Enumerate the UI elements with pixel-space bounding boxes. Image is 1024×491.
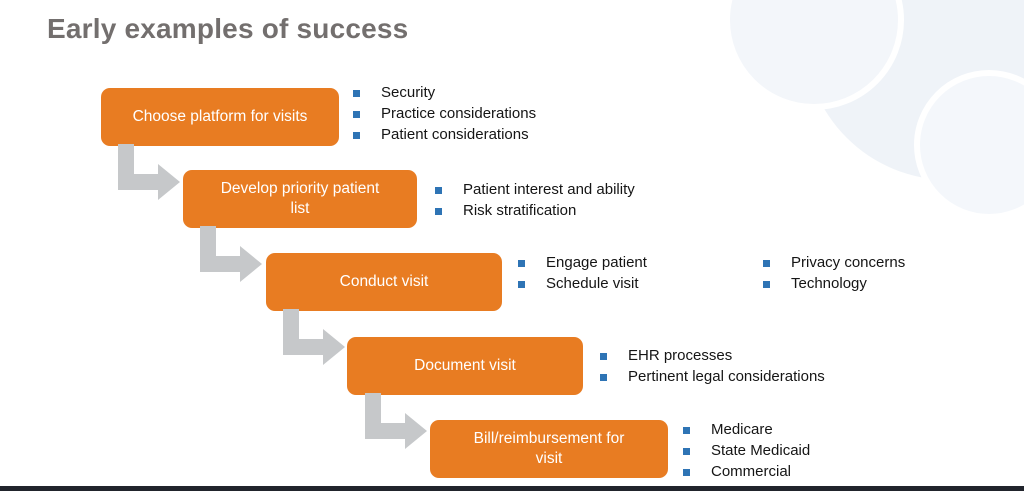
bullet-list-choose-platform: Security Practice considerations Patient… <box>353 84 536 147</box>
bullet-item: Patient interest and ability <box>435 181 635 202</box>
step-box-choose-platform: Choose platform for visits <box>101 88 339 146</box>
bullet-list-conduct-visit-right: Privacy concerns Technology <box>763 254 905 296</box>
bullet-item: Medicare <box>683 421 810 442</box>
bullet-text: Commercial <box>711 463 792 480</box>
bullet-list-conduct-visit-left: Engage patient Schedule visit <box>518 254 647 296</box>
bullet-item: Engage patient <box>518 254 647 275</box>
square-bullet-icon <box>518 260 525 267</box>
step-label: Document visit <box>414 356 516 374</box>
bullet-text: Practice considerations <box>381 105 537 122</box>
bullet-item: EHR processes <box>600 347 825 368</box>
bullet-text: Schedule visit <box>546 275 639 292</box>
bullet-text: Engage patient <box>546 254 647 271</box>
elbow-arrow-icon <box>118 144 180 200</box>
step-label: Bill/reimbursement for visit <box>473 429 625 467</box>
square-bullet-icon <box>353 90 360 97</box>
step-box-document-visit: Document visit <box>347 337 583 395</box>
square-bullet-icon <box>763 260 770 267</box>
bullet-text: Privacy concerns <box>791 254 906 271</box>
square-bullet-icon <box>353 111 360 118</box>
bullet-text: Patient interest and ability <box>463 181 635 198</box>
bullet-item: Technology <box>763 275 905 296</box>
bullet-list-document-visit: EHR processes Pertinent legal considerat… <box>600 347 825 389</box>
elbow-arrow-icon <box>365 393 427 449</box>
step-box-bill-reimbursement: Bill/reimbursement for visit <box>430 420 668 478</box>
square-bullet-icon <box>683 427 690 434</box>
bottom-bar <box>0 486 1024 491</box>
square-bullet-icon <box>518 281 525 288</box>
step-label: Conduct visit <box>339 272 429 290</box>
square-bullet-icon <box>353 132 360 139</box>
background-decoration-circle <box>914 70 1024 220</box>
bullet-item: Practice considerations <box>353 105 536 126</box>
bullet-item: Risk stratification <box>435 202 635 223</box>
square-bullet-icon <box>683 469 690 476</box>
bullet-text: State Medicaid <box>711 442 811 459</box>
bullet-text: Risk stratification <box>463 202 577 219</box>
bullet-text: Technology <box>791 275 867 292</box>
square-bullet-icon <box>763 281 770 288</box>
bullet-text: EHR processes <box>628 347 733 364</box>
square-bullet-icon <box>600 353 607 360</box>
bullet-text: Medicare <box>711 421 773 438</box>
bullet-item: Pertinent legal considerations <box>600 368 825 389</box>
square-bullet-icon <box>600 374 607 381</box>
bullet-item: Schedule visit <box>518 275 647 296</box>
step-label: Choose platform for visits <box>132 107 308 125</box>
bullet-item: Security <box>353 84 536 105</box>
elbow-arrow-icon <box>200 226 262 282</box>
bullet-text: Security <box>381 84 436 101</box>
bullet-list-bill-reimbursement: Medicare State Medicaid Commercial <box>683 421 810 484</box>
square-bullet-icon <box>435 208 442 215</box>
square-bullet-icon <box>435 187 442 194</box>
bullet-text: Patient considerations <box>381 126 529 143</box>
bullet-item: Commercial <box>683 463 810 484</box>
bullet-text: Pertinent legal considerations <box>628 368 825 385</box>
elbow-arrow-icon <box>283 309 345 365</box>
bullet-item: Patient considerations <box>353 126 536 147</box>
square-bullet-icon <box>683 448 690 455</box>
step-label: Develop priority patient list <box>220 179 380 217</box>
bullet-item: State Medicaid <box>683 442 810 463</box>
step-box-conduct-visit: Conduct visit <box>266 253 502 311</box>
bullet-list-develop-patient-list: Patient interest and ability Risk strati… <box>435 181 635 223</box>
step-box-develop-patient-list: Develop priority patient list <box>183 170 417 228</box>
bullet-item: Privacy concerns <box>763 254 905 275</box>
page-title: Early examples of success <box>47 13 409 44</box>
